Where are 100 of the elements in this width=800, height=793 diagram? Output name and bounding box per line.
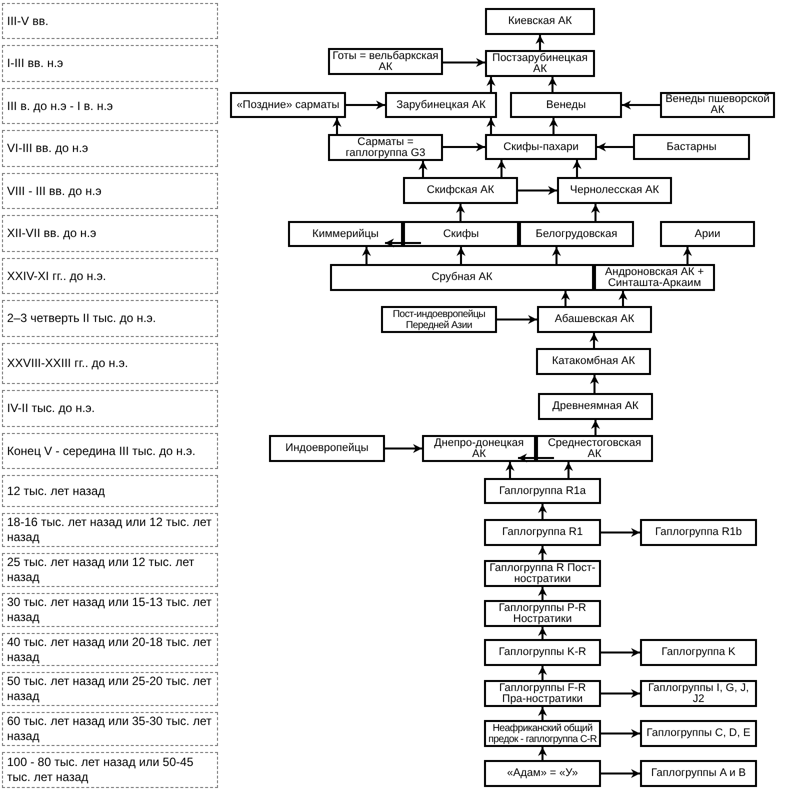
arrow <box>601 729 640 738</box>
box-label: Катакомбная АК <box>552 356 636 367</box>
box-label: Киммерийцы <box>312 228 379 240</box>
process-box <box>660 221 755 247</box>
period-box <box>2 215 218 252</box>
arrow <box>538 504 547 519</box>
arrow <box>591 204 600 221</box>
process-box <box>519 221 634 247</box>
period-label: 50 тыс. лет назад или 25-20 тыс. лет назад <box>7 674 213 704</box>
period-label: 12 тыс. лет назад <box>7 484 105 498</box>
box-label: Скифы-пахари <box>503 142 579 152</box>
box-label: Гаплогруппа R Пост-ностратики <box>488 562 596 584</box>
period-box <box>2 3 218 39</box>
arrow <box>538 666 547 680</box>
period-box <box>2 475 218 507</box>
process-box <box>660 92 775 118</box>
period-box <box>2 173 218 209</box>
period-box <box>2 752 218 788</box>
box-label: Сарматы = гаплогруппа G3 <box>344 136 426 158</box>
arrow <box>362 247 371 264</box>
period-label: 40 тыс. лет назад или 20-18 тыс. лет назад <box>7 634 213 664</box>
arrow <box>456 204 465 221</box>
box-label: Андроновская АК + Синташта-Аркаим <box>604 266 705 288</box>
process-box <box>385 92 497 118</box>
box-label: Скифская АК <box>426 185 494 196</box>
arrow <box>601 528 640 537</box>
arrow <box>572 160 582 177</box>
box-label: Гаплогруппа K <box>661 647 736 658</box>
period-box <box>2 45 218 82</box>
box-label: Арии <box>694 228 720 240</box>
period-box <box>2 258 218 294</box>
process-box <box>485 50 595 77</box>
box-label: «Поздние» сарматы <box>236 100 340 110</box>
process-box <box>403 221 519 247</box>
process-box <box>330 264 594 291</box>
box-label: Неафриканский общий предок - гаплогруппа C-R <box>488 722 597 744</box>
box-label: Древнеямная АК <box>552 401 639 412</box>
process-box <box>403 177 518 204</box>
arrow <box>443 142 485 152</box>
period-box <box>2 593 218 627</box>
process-box <box>510 92 622 118</box>
arrow <box>443 58 485 67</box>
arrow <box>456 247 466 264</box>
period-box <box>2 300 218 337</box>
period-label: XXVIII-XXIII гг.. до н.э. <box>7 356 128 371</box>
arrow <box>538 747 547 760</box>
box-label: Гаплогруппы A и B <box>651 768 746 779</box>
process-box <box>640 720 757 747</box>
period-label: III-V вв. <box>7 14 48 28</box>
period-label: III в. до н.э - I в. н.э <box>7 98 113 114</box>
box-label: Гаплогруппы I, G, J, J2 <box>647 682 750 704</box>
process-box <box>230 92 346 118</box>
arrow <box>591 420 600 435</box>
box-label: Гаплогруппы P-R Ностратики <box>498 602 588 624</box>
arrow <box>538 587 547 600</box>
process-box <box>328 48 443 75</box>
process-box <box>538 393 653 420</box>
process-box <box>536 435 653 462</box>
arrow <box>618 291 628 306</box>
arrow <box>590 333 598 348</box>
arrow <box>601 648 640 657</box>
box-label: Гаплогруппы K-R <box>498 647 586 658</box>
process-box <box>484 760 601 787</box>
period-box <box>2 672 218 706</box>
process-box <box>537 306 652 333</box>
box-label: Готы = вельбаркская АК <box>332 50 439 72</box>
box-label: Пост-индоевропейцы Передней Азии <box>392 308 486 330</box>
arrow <box>538 627 547 639</box>
arrow <box>385 444 422 453</box>
period-box <box>2 513 218 547</box>
arrow <box>622 100 660 110</box>
box-label: Индоевропейцы <box>285 443 369 454</box>
period-label: VIII - III вв. до н.э <box>7 184 102 198</box>
process-box <box>536 348 651 375</box>
arrow <box>518 186 557 195</box>
box-label: Белогрудовская <box>536 228 618 240</box>
period-box <box>2 553 218 587</box>
period-label: 25 тыс. лет назад или 12 тыс. лет назад <box>7 555 196 585</box>
arrow <box>538 546 547 560</box>
box-label: Гаплогруппа R1a <box>499 486 586 496</box>
period-label: 18-16 тыс. лет назад или 12 тыс. лет назад <box>7 515 213 545</box>
box-label: Постзарубинецкая АК <box>491 52 589 74</box>
process-box <box>484 680 601 707</box>
arrow <box>346 100 385 110</box>
arrow <box>601 689 640 698</box>
period-label: VI-III вв. до н.э <box>7 141 88 156</box>
process-box <box>485 134 597 160</box>
arrow <box>683 247 692 264</box>
arrow <box>497 315 537 324</box>
process-box <box>485 8 595 35</box>
arrow <box>506 462 514 478</box>
arrow <box>536 35 544 50</box>
process-box <box>640 519 757 546</box>
process-box <box>484 560 601 587</box>
period-box <box>2 343 218 384</box>
period-label: Конец V - середина III тыс. до н.э. <box>7 444 196 458</box>
arrow <box>561 291 570 306</box>
arrow <box>564 462 573 478</box>
period-label: 60 тыс. лет назад или 35-30 тыс. лет назад <box>7 714 213 744</box>
period-label: IV-II тыс. до н.э. <box>7 401 95 416</box>
